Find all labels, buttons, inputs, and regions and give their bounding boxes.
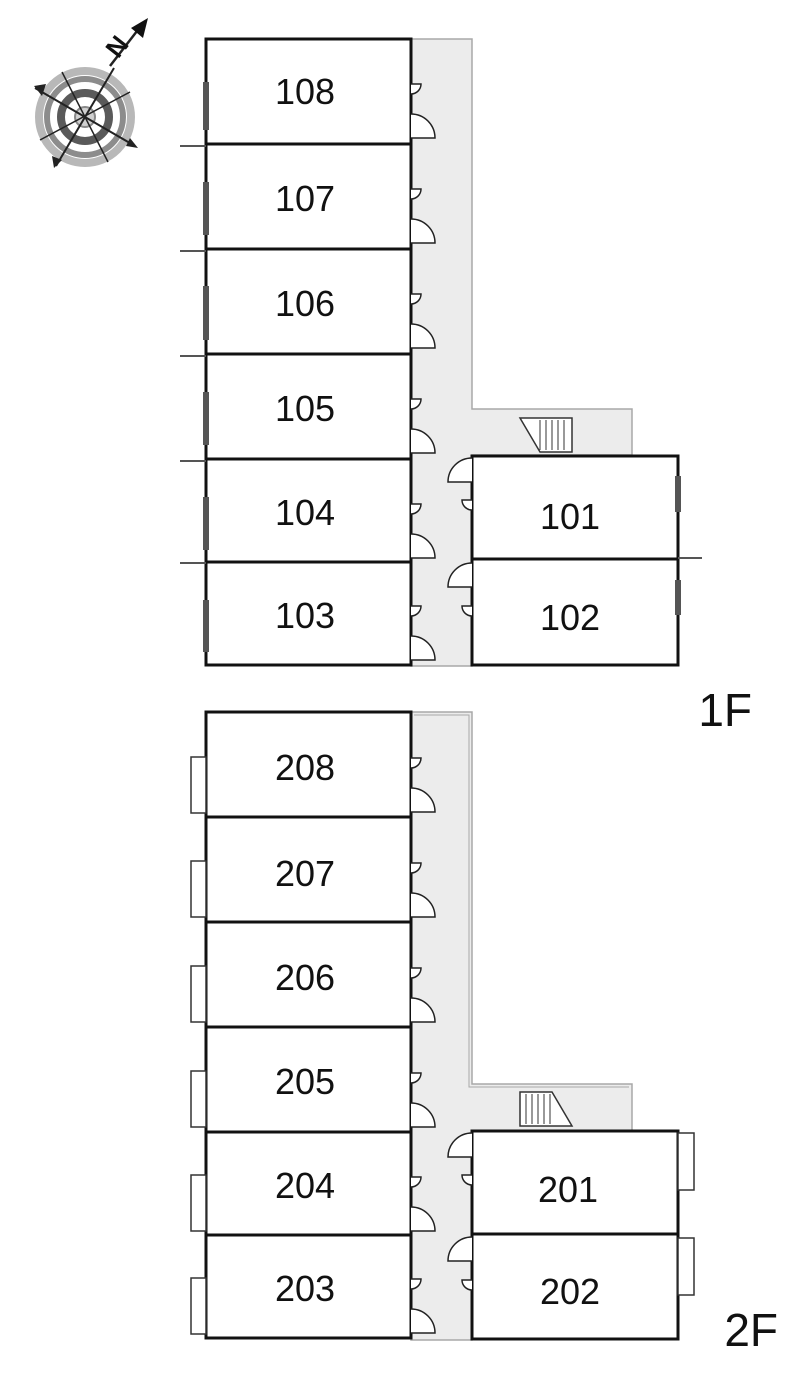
door-icon: [410, 967, 422, 979]
door-icon: [410, 862, 422, 874]
room-108: 108: [203, 37, 436, 146]
door-icon: [410, 1308, 436, 1334]
balcony: [190, 1070, 207, 1128]
room-105: 105: [180, 352, 436, 461]
door-icon: [410, 428, 436, 454]
room-number: 204: [275, 1165, 335, 1206]
door-icon: [410, 188, 422, 200]
door-icon: [410, 323, 436, 349]
door-icon: [461, 605, 473, 617]
door-icon: [410, 605, 422, 617]
door-icon: [410, 218, 436, 244]
room-number: 104: [275, 492, 335, 533]
floor-label-1f: 1F: [698, 684, 752, 736]
room-number: 106: [275, 283, 335, 324]
balcony: [190, 1174, 207, 1232]
floor-1f: 108 107 106 105: [180, 37, 752, 736]
room-104: 104: [180, 457, 436, 564]
door-icon: [410, 892, 436, 918]
door-icon: [410, 83, 422, 95]
balcony: [190, 756, 207, 814]
room-203: 203: [190, 1233, 436, 1340]
compass-rose-icon: N: [34, 18, 148, 168]
door-icon: [410, 997, 436, 1023]
balcony: [677, 1132, 695, 1191]
room-number: 102: [540, 597, 600, 638]
room-number: 108: [275, 71, 335, 112]
room-204: 204: [190, 1130, 436, 1237]
door-icon: [447, 562, 473, 588]
room-number: 205: [275, 1061, 335, 1102]
door-icon: [410, 1102, 436, 1128]
room-107: 107: [180, 142, 436, 251]
door-icon: [410, 635, 436, 661]
room-101: 101: [447, 454, 681, 561]
compass-north-letter: N: [99, 30, 134, 63]
door-icon: [447, 1236, 473, 1262]
door-icon: [410, 1072, 422, 1084]
room-205: 205: [190, 1025, 436, 1134]
door-icon: [461, 499, 473, 511]
room-202: 202: [447, 1232, 695, 1341]
door-icon: [410, 1278, 422, 1290]
room-201: 201: [447, 1129, 695, 1236]
room-number: 207: [275, 853, 335, 894]
room-206: 206: [190, 920, 436, 1029]
door-icon: [410, 533, 436, 559]
door-icon: [461, 1279, 473, 1291]
room-number: 105: [275, 388, 335, 429]
room-number: 201: [538, 1169, 598, 1210]
floor-2f: 208 207 206 205 204: [190, 710, 778, 1356]
door-icon: [461, 1174, 473, 1186]
room-number: 103: [275, 595, 335, 636]
door-icon: [447, 1132, 473, 1158]
door-icon: [410, 787, 436, 813]
floor-label-2f: 2F: [724, 1304, 778, 1356]
room-number: 203: [275, 1268, 335, 1309]
room-number: 206: [275, 957, 335, 998]
room-number: 208: [275, 747, 335, 788]
door-icon: [410, 1206, 436, 1232]
stair-1f-icon: [518, 417, 573, 453]
room-number: 107: [275, 178, 335, 219]
room-106: 106: [180, 247, 436, 356]
room-103: 103: [180, 560, 436, 667]
room-207: 207: [190, 815, 436, 924]
room-208: 208: [190, 710, 436, 819]
door-icon: [410, 398, 422, 410]
door-icon: [410, 1176, 422, 1188]
room-number: 202: [540, 1271, 600, 1312]
door-icon: [410, 113, 436, 139]
balcony: [190, 1277, 207, 1335]
room-number: 101: [540, 496, 600, 537]
door-icon: [410, 757, 422, 769]
balcony: [677, 1237, 695, 1296]
balcony: [190, 965, 207, 1023]
door-icon: [447, 457, 473, 483]
stair-2f-icon: [519, 1091, 574, 1127]
room-102: 102: [447, 557, 702, 667]
door-icon: [410, 293, 422, 305]
balcony: [190, 860, 207, 918]
door-icon: [410, 503, 422, 515]
